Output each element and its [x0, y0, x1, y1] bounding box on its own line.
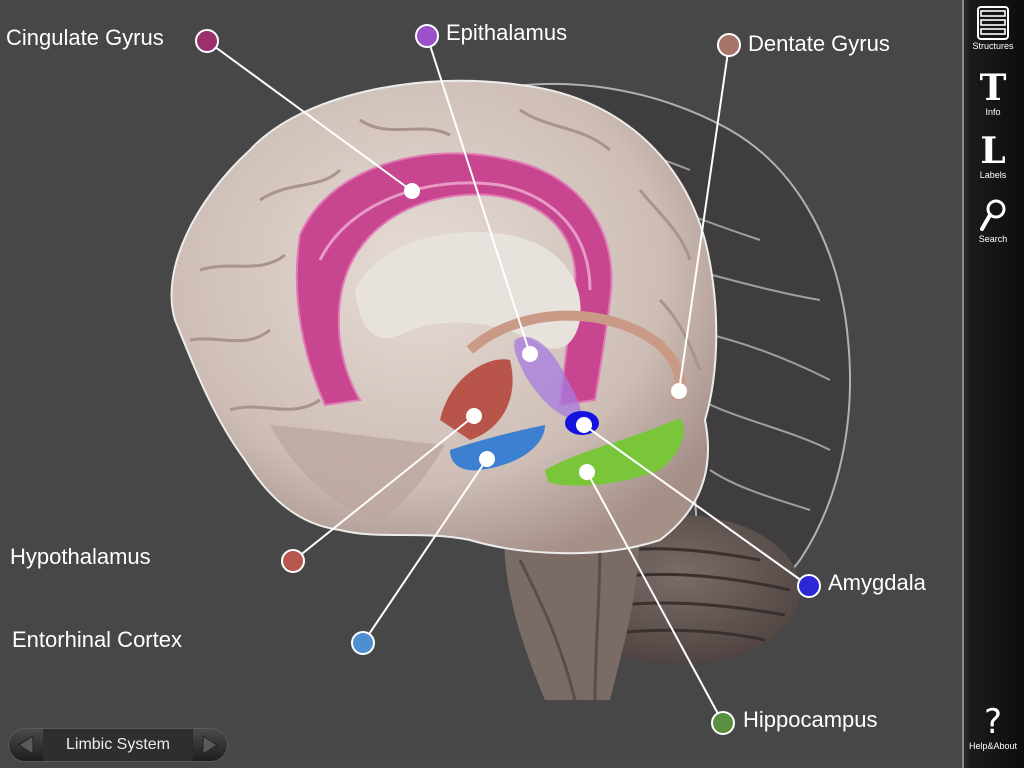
info-text-icon: T: [979, 67, 1007, 109]
brain-model[interactable]: [0, 0, 962, 768]
help-about-label: Help&About: [968, 741, 1018, 751]
thalamus: [440, 359, 513, 440]
structures-button[interactable]: Structures: [962, 4, 1024, 64]
hippocampus-bullet[interactable]: [711, 711, 735, 735]
labels-button[interactable]: L Labels: [962, 133, 1024, 193]
sidebar: Structures T Info L Labels Search ? Help…: [962, 0, 1024, 768]
brainstem: [504, 520, 640, 701]
search-button[interactable]: Search: [962, 197, 1024, 257]
viewer-stage[interactable]: Cingulate Gyrus Epithalamus Dentate Gyru…: [0, 0, 962, 768]
triangle-left-icon: [18, 735, 34, 755]
label-entorhinal-cortex[interactable]: Entorhinal Cortex: [12, 627, 182, 652]
info-button[interactable]: T Info: [962, 70, 1024, 130]
previous-button[interactable]: [9, 729, 44, 761]
labels-icon: L: [980, 130, 1006, 172]
structure-dots: [404, 183, 687, 480]
structure-navigator: Limbic System: [8, 728, 228, 762]
structures-label: Structures: [972, 41, 1014, 51]
info-label: Info: [985, 107, 1001, 117]
label-hypothalamus[interactable]: Hypothalamus: [10, 544, 151, 569]
next-button[interactable]: [192, 729, 227, 761]
current-system-title: Limbic System: [43, 729, 193, 761]
label-amygdala[interactable]: Amygdala: [828, 570, 926, 595]
label-hippocampus[interactable]: Hippocampus: [743, 707, 878, 732]
entorhinal-bullet[interactable]: [351, 631, 375, 655]
cingulate-bullet[interactable]: [195, 29, 219, 53]
sidebar-edge: [962, 0, 964, 768]
list-icon: [977, 6, 1009, 40]
triangle-right-icon: [202, 735, 218, 755]
search-label: Search: [978, 234, 1008, 244]
label-epithalamus[interactable]: Epithalamus: [446, 20, 568, 45]
label-bullets: [195, 24, 821, 735]
amygdala-bullet[interactable]: [797, 574, 821, 598]
dentate-bullet[interactable]: [717, 33, 741, 57]
epithalamus-bullet[interactable]: [415, 24, 439, 48]
help-about-button[interactable]: ? Help&About: [962, 704, 1024, 764]
fornix: [466, 310, 685, 403]
help-icon: ?: [983, 702, 1003, 742]
labels-label: Labels: [979, 170, 1007, 180]
hypothalamus-bullet[interactable]: [281, 549, 305, 573]
search-icon: [980, 199, 1006, 231]
label-dentate-gyrus[interactable]: Dentate Gyrus: [748, 31, 890, 56]
label-cingulate-gyrus[interactable]: Cingulate Gyrus: [6, 25, 164, 50]
entorhinal-structure: [450, 425, 545, 471]
leader-lines: [206, 35, 810, 724]
